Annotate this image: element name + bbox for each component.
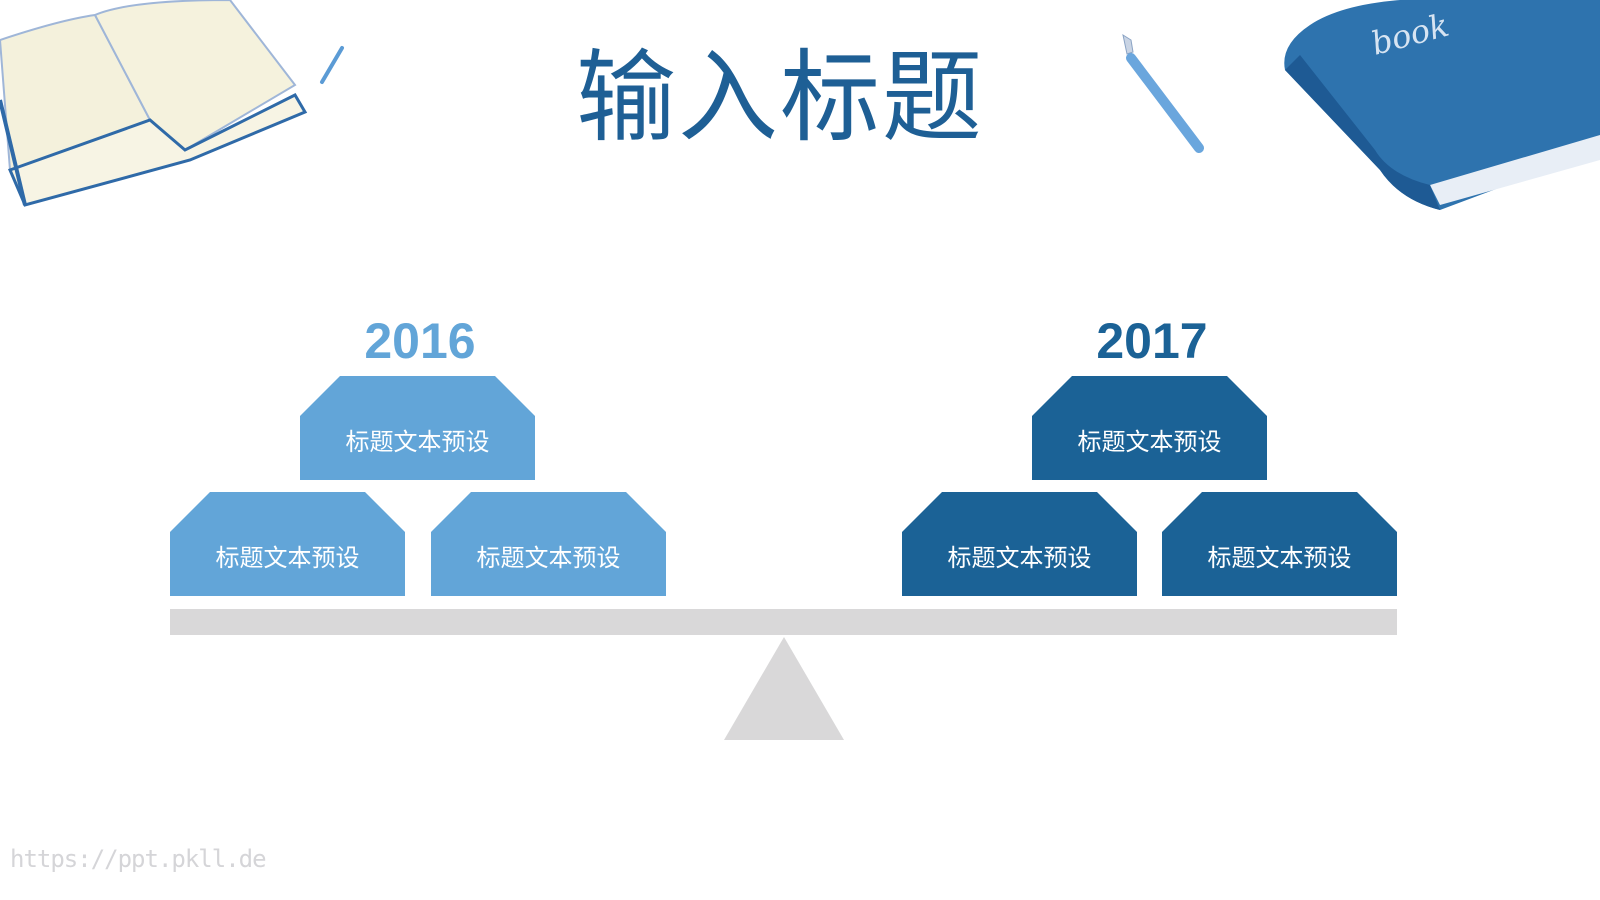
box-2017-top[interactable]: 标题文本预设 [1032, 376, 1267, 480]
slide-title[interactable]: 输入标题 [576, 39, 984, 156]
box-label: 标题文本预设 [947, 543, 1092, 572]
box-2016-bottom-right[interactable]: 标题文本预设 [431, 492, 666, 596]
year-2017-label[interactable]: 2017 [1096, 313, 1208, 369]
year-2016-label[interactable]: 2016 [364, 313, 476, 369]
pencil-icon [320, 46, 344, 84]
fountain-pen-icon [1122, 33, 1204, 153]
box-2017-bottom-right[interactable]: 标题文本预设 [1162, 492, 1397, 596]
box-label: 标题文本预设 [476, 543, 621, 572]
box-label: 标题文本预设 [1207, 543, 1352, 572]
fulcrum-triangle [724, 637, 844, 740]
box-label: 标题文本预设 [345, 427, 490, 456]
box-2016-bottom-left[interactable]: 标题文本预设 [170, 492, 405, 596]
box-2017-bottom-left[interactable]: 标题文本预设 [902, 492, 1137, 596]
open-book-icon [0, 0, 344, 207]
box-label: 标题文本预设 [215, 543, 360, 572]
balance-beam [170, 609, 1397, 635]
closed-book-icon: book [1284, 0, 1600, 210]
watermark-url: https://ppt.pkll.de [10, 845, 267, 873]
box-2016-top[interactable]: 标题文本预设 [300, 376, 535, 480]
box-label: 标题文本预设 [1077, 427, 1222, 456]
